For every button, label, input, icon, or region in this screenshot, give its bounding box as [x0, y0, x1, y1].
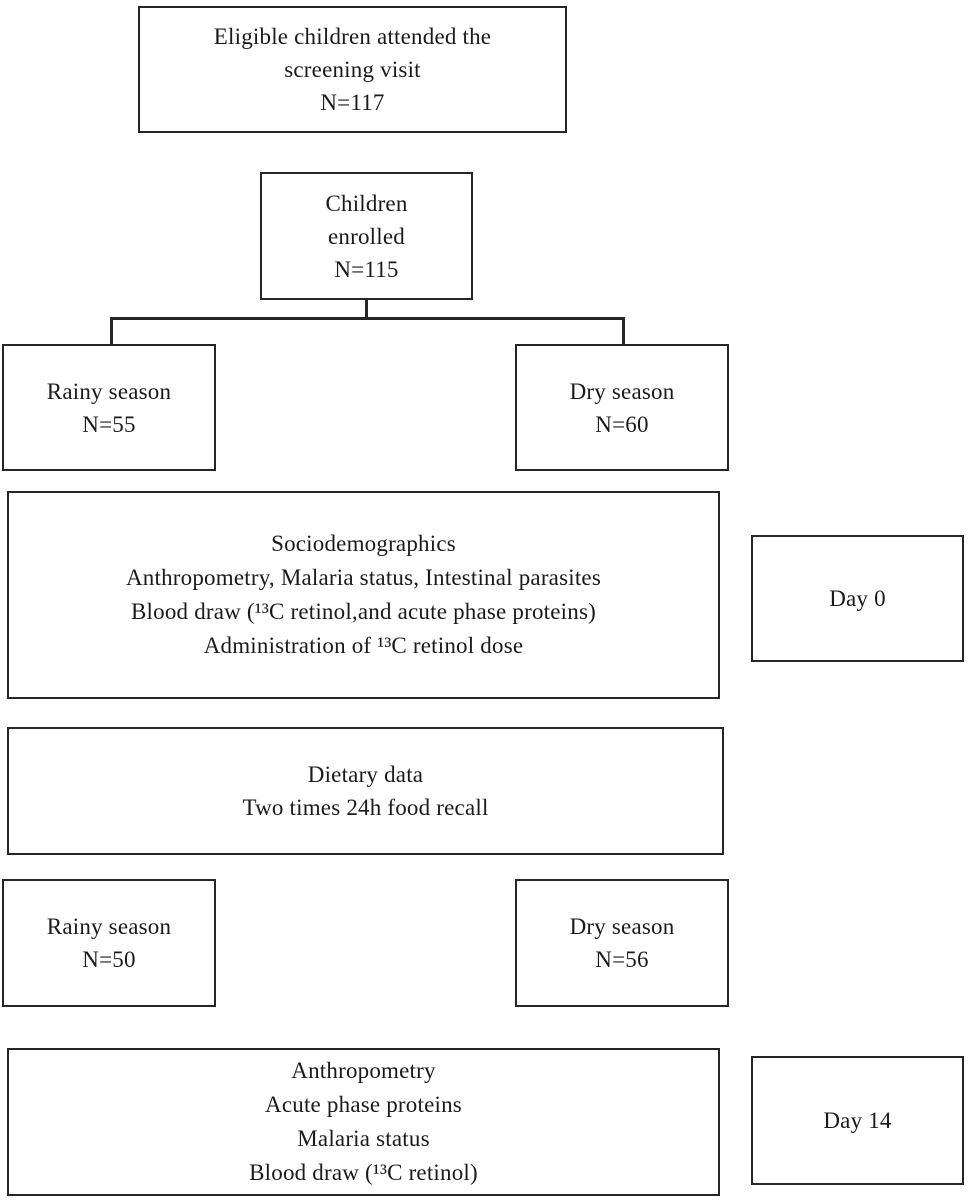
connector-branch-horizontal [110, 317, 625, 320]
box-baseline-assessments: Sociodemographics Anthropometry, Malaria… [7, 491, 720, 699]
box-rainy-season-followup: Rainy season N=50 [2, 879, 216, 1007]
box-dry-season-followup-text: Dry season N=56 [569, 914, 675, 972]
box-day-14-text: Day 14 [823, 1108, 892, 1133]
box-day-0-text: Day 0 [829, 586, 886, 611]
box-followup-assessments-text: Anthropometry Acute phase proteins Malar… [249, 1058, 478, 1185]
box-dry-season-enrolment: Dry season N=60 [515, 344, 729, 471]
box-baseline-assessments-text: Sociodemographics Anthropometry, Malaria… [126, 531, 601, 658]
box-rainy-season-enrolment-text: Rainy season N=55 [46, 378, 172, 437]
box-rainy-season-enrolment: Rainy season N=55 [2, 344, 216, 471]
box-dry-season-followup: Dry season N=56 [515, 879, 729, 1007]
connector-branch-left-drop [110, 317, 113, 345]
box-dietary-data-text: Dietary data Two times 24h food recall [242, 762, 489, 820]
box-eligible-screening-text: Eligible children attended the screening… [213, 24, 492, 115]
box-day-0: Day 0 [751, 535, 964, 662]
box-followup-assessments: Anthropometry Acute phase proteins Malar… [7, 1048, 720, 1196]
connector-branch-right-drop [622, 317, 625, 345]
box-dry-season-enrolment-text: Dry season N=60 [569, 378, 675, 437]
box-eligible-screening: Eligible children attended the screening… [138, 6, 567, 133]
box-rainy-season-followup-text: Rainy season N=50 [46, 914, 172, 972]
box-dietary-data: Dietary data Two times 24h food recall [7, 727, 724, 855]
connector-enrolled-stem [365, 300, 368, 319]
box-children-enrolled: Children enrolled N=115 [260, 172, 473, 300]
box-day-14: Day 14 [751, 1056, 964, 1185]
box-children-enrolled-text: Children enrolled N=115 [325, 190, 408, 282]
